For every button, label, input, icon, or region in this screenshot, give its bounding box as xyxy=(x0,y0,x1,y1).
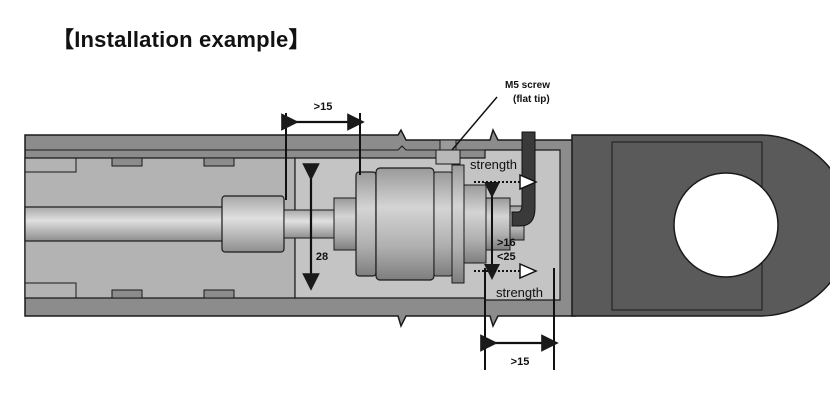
strength-top-label: strength xyxy=(470,157,517,172)
screw-label-line1: M5 screw xyxy=(505,80,550,91)
rod-eye xyxy=(571,134,830,317)
diagram-title: 【Installation example】 xyxy=(52,27,311,52)
dim-gap-max-label: <25 xyxy=(497,251,516,263)
dim-height-label: 28 xyxy=(316,251,328,263)
dimension-height: 28 xyxy=(302,163,328,291)
dimension-gap: >16 <25 xyxy=(484,182,516,280)
strength-arrow-top: strength xyxy=(470,157,538,191)
dim-bottom-label: >15 xyxy=(511,356,530,368)
screw-label-line2: (flat tip) xyxy=(513,94,550,105)
dim-gap-min-label: >16 xyxy=(497,237,516,249)
piston-rod xyxy=(24,195,335,253)
strength-bottom-label: strength xyxy=(496,285,543,300)
dim-top-label: >15 xyxy=(314,101,333,113)
screw-callout: M5 screw (flat tip) xyxy=(451,80,550,151)
dimension-top: >15 xyxy=(281,101,365,200)
m5-screw xyxy=(435,139,461,165)
strength-arrow-bottom: strength xyxy=(474,262,543,300)
dimension-bottom: >15 xyxy=(480,268,559,370)
